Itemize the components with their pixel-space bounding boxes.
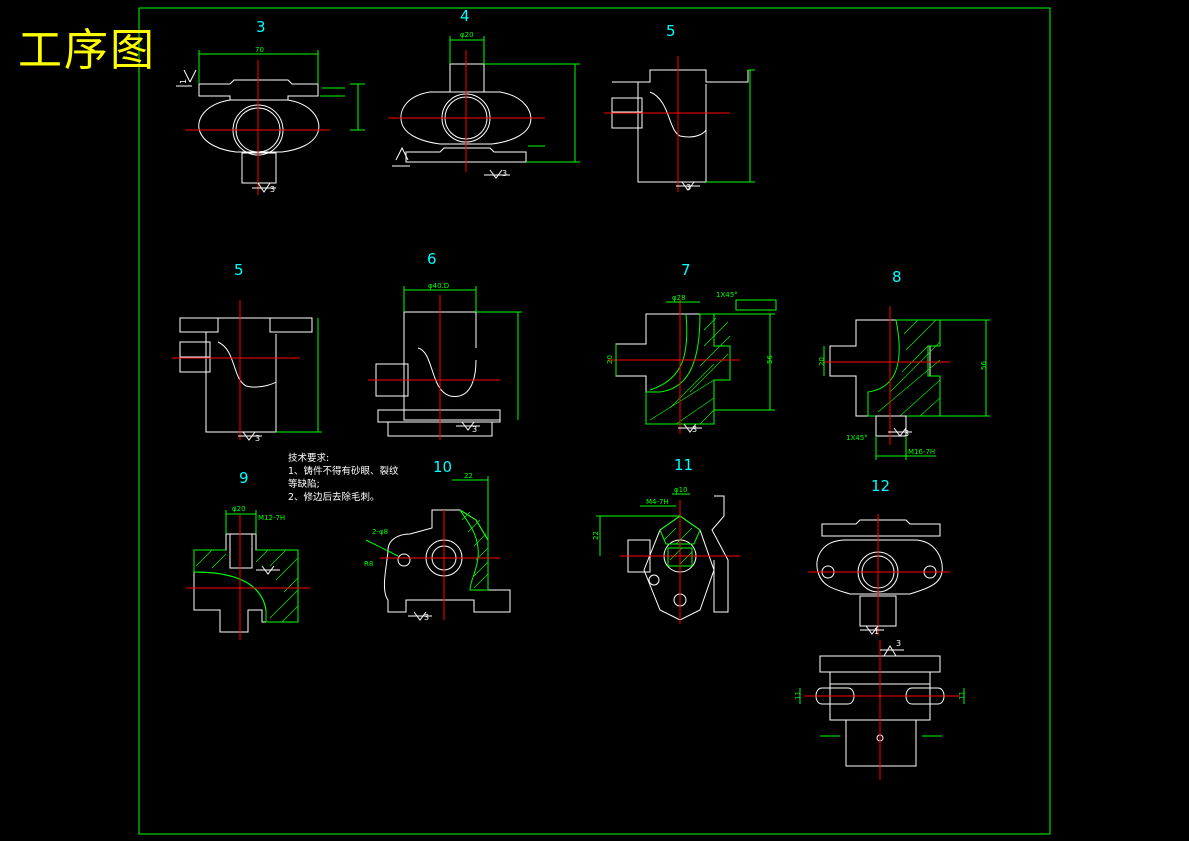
drawing-frame xyxy=(138,7,1051,835)
technical-notes: 技术要求: 1、铸件不得有砂眼、裂纹 等缺陷; 2、修边后去除毛刺。 xyxy=(288,452,399,504)
view-8: 8 1X45° M16-7H 20 56 xyxy=(818,268,990,460)
view-label-5b: 5 xyxy=(234,261,244,279)
dim-10-w: 22 xyxy=(464,472,473,480)
svg-text:3: 3 xyxy=(424,613,429,622)
svg-text:3: 3 xyxy=(270,185,275,194)
dim-4-phi: φ20 xyxy=(460,31,474,39)
view-5b: 5 3 xyxy=(172,261,322,443)
dim-8-v: 56 xyxy=(980,361,988,370)
dim-11-h: 22 xyxy=(592,531,600,540)
notes-line-1: 1、铸件不得有砂眼、裂纹 xyxy=(288,466,399,477)
view-label-5a: 5 xyxy=(666,22,676,40)
view-label-9: 9 xyxy=(239,469,249,487)
dim-9-thread: M12-7H xyxy=(258,514,285,522)
dim-3-width: 70 xyxy=(255,46,264,54)
view-label-6: 6 xyxy=(427,250,437,268)
view-label-11: 11 xyxy=(674,456,693,474)
view-6: 6 φ40.D 3 xyxy=(368,250,522,440)
dim-6-phi: φ40.D xyxy=(428,282,449,290)
svg-text:3: 3 xyxy=(692,425,697,434)
svg-text:3: 3 xyxy=(686,183,691,192)
view-7: 7 φ28 1X45° 20 56 xyxy=(606,261,777,434)
svg-text:1: 1 xyxy=(179,79,188,84)
dim-8-thread: M16-7H xyxy=(908,448,935,456)
dim-12-b: 11 xyxy=(958,691,966,700)
view-4: 4 φ20 3 xyxy=(388,7,580,179)
dim-7-h: 20 xyxy=(606,355,614,364)
notes-heading: 技术要求: xyxy=(288,453,330,464)
view-label-7: 7 xyxy=(681,261,691,279)
view-label-10: 10 xyxy=(433,458,452,476)
dim-10-r: R8 xyxy=(364,560,373,568)
svg-text:3: 3 xyxy=(502,169,507,178)
svg-text:3: 3 xyxy=(255,434,260,443)
page-title: 工序图 xyxy=(18,25,156,76)
svg-text:3: 3 xyxy=(896,639,901,648)
view-12: 12 1 11 11 3 xyxy=(794,477,966,780)
dim-9-phi: φ20 xyxy=(232,505,246,513)
dim-12-a: 11 xyxy=(794,691,802,700)
view-label-12: 12 xyxy=(871,477,890,495)
view-label-8: 8 xyxy=(892,268,902,286)
view-9: 9 φ20 M12-7H xyxy=(186,469,310,640)
dim-7-chamfer: 1X45° xyxy=(716,291,738,299)
dim-7-v: 56 xyxy=(766,355,774,364)
view-label-4: 4 xyxy=(460,7,470,25)
view-3: 3 70 1 3 xyxy=(176,18,365,195)
notes-line-2: 等缺陷; xyxy=(288,479,320,490)
view-label-3: 3 xyxy=(256,18,266,36)
dim-8-chamfer: 1X45° xyxy=(846,434,868,442)
view-11: 11 M4-7H φ10 22 xyxy=(592,456,740,624)
notes-line-3: 2、修边后去除毛刺。 xyxy=(288,492,380,503)
dim-7-phi: φ28 xyxy=(672,294,686,302)
svg-text:3: 3 xyxy=(472,425,477,434)
dim-8-h: 20 xyxy=(818,357,826,366)
svg-text:3: 3 xyxy=(904,429,909,438)
svg-text:1: 1 xyxy=(874,627,879,636)
dim-10-holes: 2-φ8 xyxy=(372,528,388,536)
dim-11-phi: φ10 xyxy=(674,486,688,494)
dim-11-thread: M4-7H xyxy=(646,498,669,506)
view-5a: 5 3 xyxy=(604,22,755,192)
view-10: 10 22 2-φ8 R8 3 xyxy=(364,458,511,622)
